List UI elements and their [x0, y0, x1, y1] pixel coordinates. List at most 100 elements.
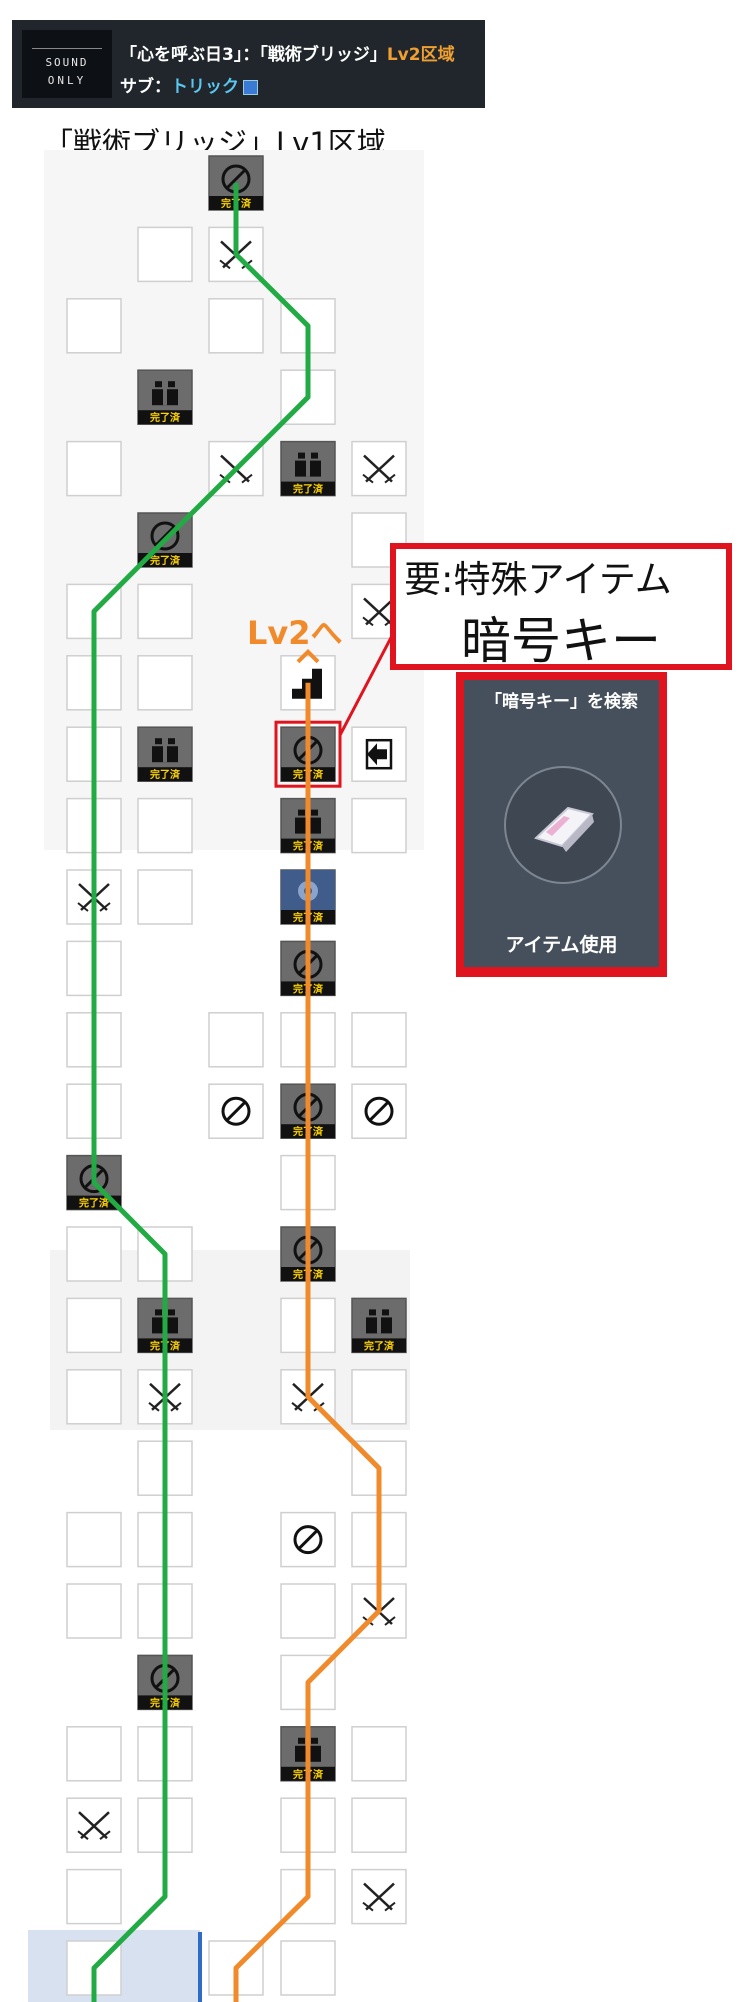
- blocked-icon: [293, 1525, 323, 1555]
- map-tile-empty[interactable]: [66, 1226, 122, 1282]
- crossed-swords-icon: [362, 454, 396, 484]
- map-tile-blocked[interactable]: [351, 1083, 407, 1139]
- gift-icon: [295, 452, 321, 477]
- tile-frame: [66, 298, 122, 354]
- required-item-callout: 要:特殊アイテム 暗号キー: [390, 543, 732, 670]
- map-tile-gift[interactable]: 完了済: [137, 726, 193, 782]
- banner-subtitle: サブ：トリック: [120, 72, 258, 97]
- banner-sub-label: サブ：: [120, 77, 171, 97]
- tile-frame: [137, 226, 193, 283]
- item-search-title: 「暗号キー」を検索: [485, 692, 638, 712]
- map-tile-empty[interactable]: [351, 1797, 407, 1853]
- map-tile-empty[interactable]: [137, 226, 193, 283]
- map-tile-blocked[interactable]: 完了済: [137, 1654, 193, 1711]
- exit-icon: [365, 738, 393, 770]
- tile-frame: [66, 1868, 122, 1925]
- tile-frame: [351, 1726, 407, 1782]
- tile-frame: [137, 869, 193, 925]
- start-marker: [198, 1932, 202, 2002]
- done-label: 完了済: [79, 1197, 110, 1210]
- lv2-label: Lv2へ: [247, 614, 343, 652]
- callout-item-name: 暗号キー: [461, 612, 661, 670]
- done-label-bar: [138, 410, 192, 425]
- done-label: 完了済: [150, 768, 181, 781]
- map-tile-empty[interactable]: [66, 1297, 122, 1354]
- map-tile-empty[interactable]: [66, 1726, 122, 1782]
- banner-title-prefix: 「心を呼ぶ日3」：「戦術ブリッジ」: [120, 45, 387, 65]
- crossed-swords-icon: [362, 1882, 396, 1912]
- crystal-key-icon: [534, 806, 594, 852]
- tile-frame: [208, 1012, 264, 1068]
- tile-frame: [208, 298, 264, 354]
- logo-divider: [32, 48, 102, 49]
- tile-frame: [66, 440, 122, 497]
- map-tile-empty[interactable]: [351, 797, 407, 854]
- tile-frame: [351, 1012, 407, 1068]
- done-label-bar: [352, 1338, 406, 1353]
- blocked-icon: [364, 1096, 394, 1126]
- map-tile-empty[interactable]: [137, 797, 193, 854]
- blocked-icon: [221, 1096, 251, 1126]
- tile-frame: [351, 797, 407, 854]
- map-tile-battle[interactable]: [351, 1868, 407, 1925]
- logo-line2: ONLY: [47, 74, 87, 87]
- map-tile-empty[interactable]: [66, 298, 122, 354]
- tile-frame: [351, 1797, 407, 1853]
- map-tile-empty[interactable]: [280, 1940, 336, 1996]
- map-tile-empty[interactable]: [280, 1583, 336, 1639]
- blocked-icon: [150, 521, 180, 551]
- tile-frame: [66, 1297, 122, 1354]
- map-tile-empty[interactable]: [351, 1012, 407, 1068]
- map-tile-empty[interactable]: [208, 1012, 264, 1068]
- item-slot[interactable]: [504, 766, 622, 884]
- map-tile-gift[interactable]: 完了済: [351, 1297, 407, 1354]
- sound-only-logo: SOUND ONLY: [22, 30, 112, 98]
- callout-requirement: 要:特殊アイテム: [404, 558, 672, 601]
- map-tile-battle[interactable]: [351, 440, 407, 497]
- done-label: 完了済: [364, 1339, 395, 1352]
- map-tile-empty[interactable]: [208, 298, 264, 354]
- map-tile-battle[interactable]: [66, 1797, 122, 1853]
- map-tile-gift[interactable]: 完了済: [137, 369, 193, 425]
- banner-title-highlight: Lv2区域: [386, 45, 455, 65]
- done-label: 完了済: [150, 554, 181, 567]
- banner-title: 「心を呼ぶ日3」：「戦術ブリッジ」Lv2区域: [120, 40, 455, 65]
- done-label: 完了済: [293, 483, 324, 496]
- map-tile-empty[interactable]: [66, 1511, 122, 1568]
- map-tile-empty[interactable]: [66, 1583, 122, 1639]
- orange-route: [233, 682, 382, 2002]
- map-tile-empty[interactable]: [66, 1868, 122, 1925]
- use-item-button[interactable]: アイテム使用: [505, 934, 618, 956]
- map-tile-exit[interactable]: [351, 726, 407, 782]
- map-tile-blocked[interactable]: [280, 1511, 336, 1568]
- map-tile-empty[interactable]: [351, 1726, 407, 1782]
- item-use-panel-body: 「暗号キー」を検索 アイテム使用: [464, 680, 659, 967]
- logo-line1: SOUND: [45, 56, 89, 69]
- map-tile-empty[interactable]: [66, 1369, 122, 1425]
- gift-icon: [366, 1309, 392, 1334]
- event-banner: SOUND ONLY 「心を呼ぶ日3」：「戦術ブリッジ」Lv2区域 サブ：トリッ…: [12, 20, 485, 108]
- tile-frame: [137, 583, 193, 640]
- done-label: 完了済: [150, 411, 181, 424]
- map-tile-gift[interactable]: 完了済: [280, 440, 336, 497]
- done-label-bar: [281, 481, 335, 496]
- tile-frame: [66, 1726, 122, 1782]
- map-tile-empty[interactable]: [137, 655, 193, 711]
- map-tile-empty[interactable]: [137, 583, 193, 640]
- tile-frame: [66, 1369, 122, 1425]
- map-tile-blocked[interactable]: [208, 1083, 264, 1139]
- tile-frame: [66, 1511, 122, 1568]
- gift-icon: [152, 381, 178, 406]
- tile-frame: [66, 1583, 122, 1639]
- map-tile-empty[interactable]: [66, 440, 122, 497]
- map-tile-empty[interactable]: [351, 1369, 407, 1425]
- item-use-panel: 「暗号キー」を検索 アイテム使用: [456, 672, 667, 977]
- tile-frame: [137, 797, 193, 854]
- gem-icon: [243, 79, 258, 95]
- map-tile-empty[interactable]: [137, 869, 193, 925]
- crossed-swords-icon: [77, 1811, 111, 1840]
- green-route: [91, 183, 311, 2002]
- tile-frame: [137, 655, 193, 711]
- tile-frame: [280, 1940, 336, 1996]
